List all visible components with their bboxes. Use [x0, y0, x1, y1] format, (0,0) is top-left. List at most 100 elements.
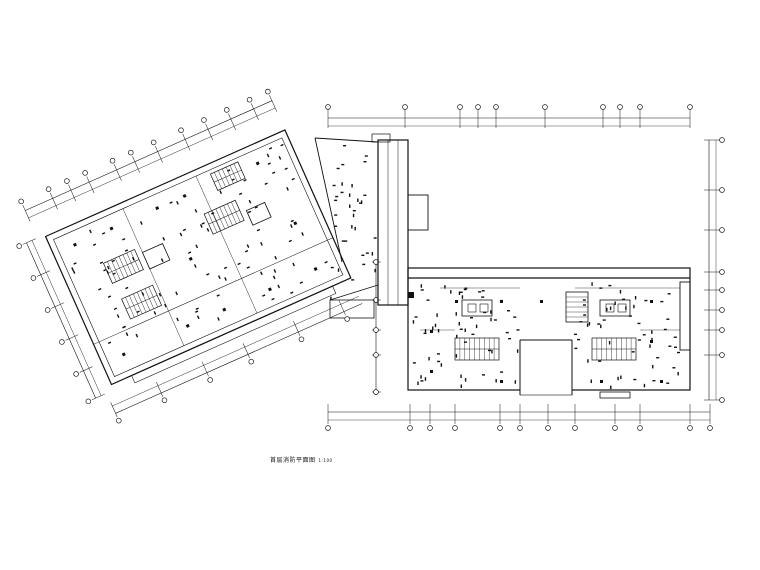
equipment-mark — [631, 351, 635, 353]
equipment-mark — [420, 284, 423, 288]
dimension-tick — [113, 164, 122, 181]
elevator-car — [467, 303, 477, 313]
equipment-mark — [677, 351, 681, 354]
dimension-line-bottom — [115, 303, 363, 414]
equipment-mark — [292, 262, 296, 267]
equipment-mark — [574, 347, 578, 350]
equipment-mark — [505, 331, 509, 334]
equipment-mark — [334, 199, 338, 202]
equipment-mark — [158, 292, 162, 297]
column-mark — [185, 323, 190, 328]
equipment-mark — [493, 319, 497, 321]
equipment-mark — [124, 249, 129, 252]
equipment-mark — [500, 371, 504, 373]
column-mark — [650, 300, 653, 303]
equipment-mark — [176, 200, 179, 205]
equipment-mark — [588, 322, 591, 326]
dimension-tick — [155, 145, 163, 163]
equipment-mark — [334, 214, 338, 216]
equipment-mark — [231, 178, 235, 181]
equipment-mark — [262, 294, 266, 297]
equipment-mark — [459, 328, 463, 330]
equipment-mark — [194, 310, 199, 313]
dimension-tick — [269, 95, 278, 112]
equipment-mark — [361, 254, 365, 257]
grid-axis-bubble — [59, 339, 65, 345]
equipment-mark — [343, 145, 347, 147]
equipment-mark — [412, 320, 415, 324]
equipment-mark — [440, 363, 443, 367]
equipment-mark — [206, 228, 210, 232]
dimension-tick — [156, 381, 164, 397]
equipment-mark — [223, 266, 228, 270]
equipment-mark — [277, 284, 281, 289]
equipment-mark — [579, 321, 583, 323]
wall-line — [329, 284, 379, 301]
equipment-mark — [195, 307, 199, 310]
equipment-mark — [267, 162, 271, 165]
grid-axis-bubble — [298, 336, 305, 343]
equipment-mark — [373, 237, 377, 239]
equipment-mark — [290, 224, 293, 228]
grid-axis-bubble — [719, 269, 725, 275]
equipment-mark — [455, 312, 457, 316]
equipment-mark — [360, 200, 363, 204]
equipment-mark — [103, 268, 107, 272]
equipment-mark — [278, 156, 282, 160]
dimension-tick — [132, 156, 140, 173]
equipment-mark — [125, 286, 129, 290]
equipment-mark — [365, 252, 369, 254]
equipment-mark — [597, 323, 601, 325]
equipment-mark — [458, 321, 460, 326]
column-mark — [500, 380, 503, 383]
equipment-mark — [264, 182, 268, 185]
stair-divider — [213, 169, 242, 183]
grid-axis-bubble — [407, 425, 413, 431]
grid-axis-bubble — [452, 425, 458, 431]
equipment-mark — [341, 182, 343, 186]
dimension-tick — [86, 176, 95, 194]
equipment-mark — [238, 192, 243, 196]
equipment-mark — [176, 317, 179, 322]
equipment-mark — [98, 287, 102, 291]
equipment-mark — [301, 232, 304, 236]
equipment-mark — [459, 291, 463, 293]
elevator-core — [141, 243, 171, 270]
equipment-mark — [651, 330, 653, 334]
partition-line — [195, 176, 258, 314]
equipment-mark — [414, 316, 418, 318]
equipment-mark — [464, 287, 468, 289]
equipment-mark — [72, 270, 76, 274]
equipment-mark — [362, 263, 366, 266]
grid-axis-bubble — [44, 307, 51, 313]
grid-axis-bubble — [687, 425, 693, 431]
grid-axis-bubble — [600, 104, 606, 110]
equipment-mark — [500, 299, 504, 302]
equipment-mark — [227, 169, 231, 172]
equipment-mark — [363, 161, 367, 163]
grid-axis-bubble — [373, 327, 379, 333]
equipment-mark — [206, 273, 210, 276]
equipment-mark — [577, 338, 581, 341]
equipment-mark — [116, 314, 120, 318]
equipment-mark — [359, 202, 363, 204]
elevator-lobby-right — [599, 299, 631, 317]
equipment-mark — [248, 199, 252, 204]
dimension-tick — [79, 366, 93, 373]
grid-axis-bubble — [16, 243, 22, 249]
column-mark — [222, 307, 227, 312]
equipment-mark — [583, 314, 587, 316]
equipment-mark — [135, 333, 139, 338]
equipment-mark — [254, 206, 258, 209]
equipment-mark — [574, 333, 578, 336]
equipment-mark — [491, 349, 493, 354]
equipment-mark — [444, 285, 446, 289]
equipment-mark — [434, 323, 437, 328]
connecting-corridor — [314, 133, 429, 319]
equipment-mark — [516, 329, 520, 331]
column-mark — [408, 292, 414, 298]
column-mark — [500, 300, 503, 303]
equipment-mark — [652, 380, 656, 382]
equipment-mark — [352, 210, 356, 212]
